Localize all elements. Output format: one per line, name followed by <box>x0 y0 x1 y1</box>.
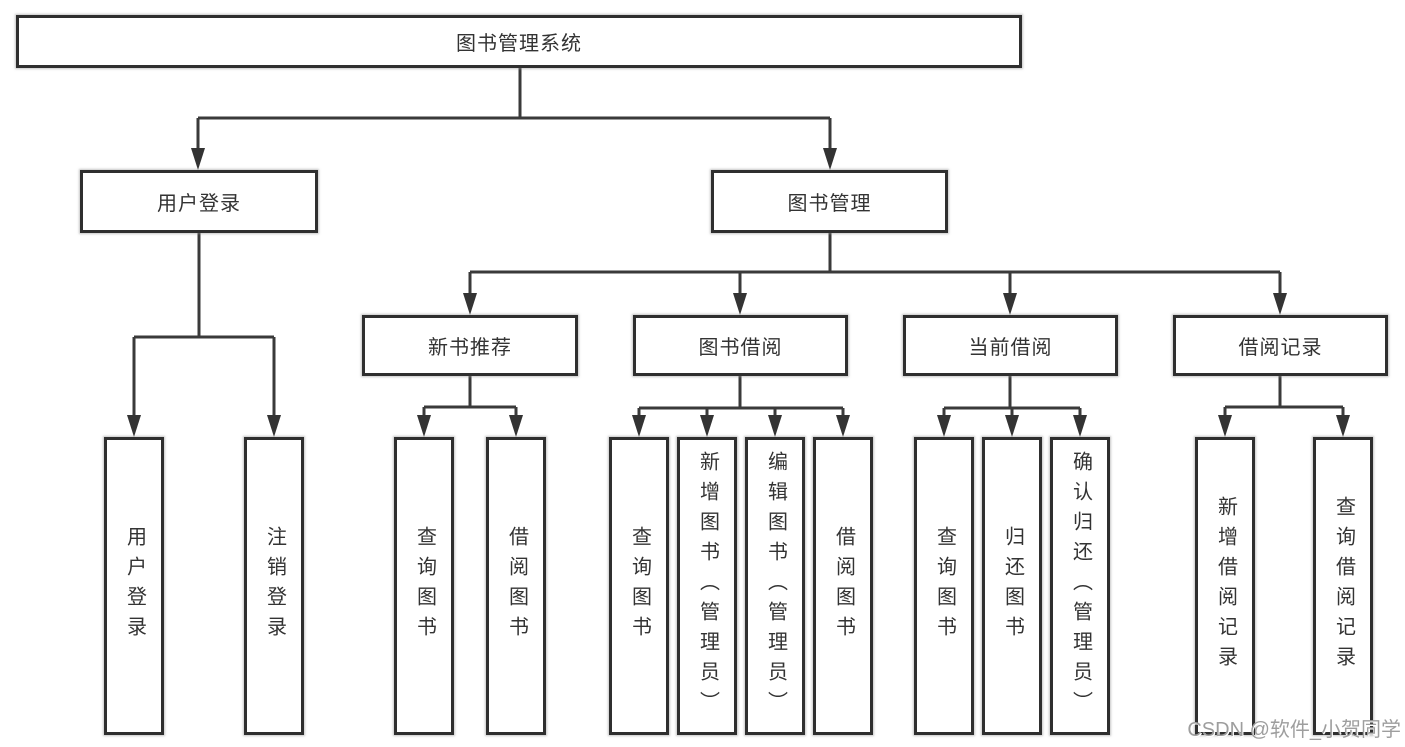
node-label: 编辑图书（管理员） <box>764 451 787 721</box>
leaf-return-book: 归还图书 <box>982 437 1042 735</box>
leaf-query-book-borrow: 查询图书 <box>609 437 669 735</box>
arrowhead-down-icon <box>700 415 714 437</box>
node-label: 新书推荐 <box>428 337 512 359</box>
node-label: 借阅图书 <box>505 526 528 646</box>
arrowhead-down-icon <box>127 415 141 437</box>
arrowhead-down-icon <box>1073 415 1087 437</box>
node-label: 查询图书 <box>413 526 436 646</box>
node-label: 归还图书 <box>1001 526 1024 646</box>
node-user-login: 用户登录 <box>80 170 318 233</box>
arrowhead-down-icon <box>823 148 837 170</box>
node-label: 借阅图书 <box>832 526 855 646</box>
leaf-query-book-recommend: 查询图书 <box>394 437 454 735</box>
node-label: 图书借阅 <box>698 337 783 359</box>
node-label: 当前借阅 <box>968 337 1053 359</box>
leaf-user-login: 用户登录 <box>104 437 164 735</box>
node-label: 用户登录 <box>157 193 241 215</box>
arrowhead-down-icon <box>836 415 850 437</box>
connector-book-management-to-level3 <box>468 233 1282 297</box>
arrowhead-down-icon <box>463 293 477 315</box>
arrowhead-down-icon <box>768 415 782 437</box>
node-label: 新增图书（管理员） <box>696 451 719 721</box>
arrowhead-down-icon <box>1273 293 1287 315</box>
arrowhead-down-icons <box>127 148 1350 437</box>
node-label: 查询图书 <box>933 526 956 646</box>
leaf-edit-book-admin: 编辑图书（管理员） <box>745 437 805 735</box>
leaf-add-borrow-record: 新增借阅记录 <box>1195 437 1255 735</box>
arrowhead-down-icon <box>632 415 646 437</box>
node-new-book-recommend: 新书推荐 <box>362 315 578 376</box>
node-label: 查询借阅记录 <box>1332 496 1355 676</box>
leaf-query-book-current: 查询图书 <box>914 437 974 735</box>
connector-book-borrow-to-leaves <box>637 376 845 419</box>
arrowhead-down-icon <box>1218 415 1232 437</box>
arrowhead-down-icon <box>733 293 747 315</box>
arrowhead-down-icon <box>417 415 431 437</box>
node-borrow-records: 借阅记录 <box>1173 315 1388 376</box>
node-book-borrow: 图书借阅 <box>633 315 848 376</box>
arrowhead-down-icon <box>937 415 951 437</box>
node-label: 注销登录 <box>263 526 286 646</box>
arrowhead-down-icon <box>1005 415 1019 437</box>
node-book-management: 图书管理 <box>711 170 948 233</box>
leaf-query-borrow-record: 查询借阅记录 <box>1313 437 1373 735</box>
arrowhead-down-icon <box>267 415 281 437</box>
leaf-confirm-return-admin: 确认归还（管理员） <box>1050 437 1110 735</box>
arrowhead-down-icon <box>191 148 205 170</box>
node-label: 图书管理系统 <box>456 33 582 55</box>
watermark: CSDN @软件_小贺同学 <box>1187 719 1401 741</box>
leaf-borrow-book-recommend: 借阅图书 <box>486 437 546 735</box>
connector-root-to-level2 <box>196 66 832 150</box>
leaf-logout: 注销登录 <box>244 437 304 735</box>
node-label: 查询图书 <box>628 526 651 646</box>
leaf-borrow-book: 借阅图书 <box>813 437 873 735</box>
node-label: 新增借阅记录 <box>1214 496 1237 676</box>
leaf-add-book-admin: 新增图书（管理员） <box>677 437 737 735</box>
node-root-system: 图书管理系统 <box>16 15 1022 68</box>
arrowhead-down-icon <box>509 415 523 437</box>
node-label: 图书管理 <box>787 193 872 215</box>
arrowhead-down-icon <box>1003 293 1017 315</box>
node-current-borrow: 当前借阅 <box>903 315 1118 376</box>
connector-borrow-records-to-leaves <box>1223 376 1345 419</box>
node-label: 借阅记录 <box>1238 337 1323 359</box>
node-label: 确认归还（管理员） <box>1069 451 1092 721</box>
connector-current-borrow-to-leaves <box>942 376 1082 419</box>
connector-user-login-to-leaves <box>132 233 276 418</box>
arrowhead-down-icon <box>1336 415 1350 437</box>
node-label: 用户登录 <box>123 526 146 646</box>
connector-new-book-recommend-to-leaves <box>422 376 518 419</box>
